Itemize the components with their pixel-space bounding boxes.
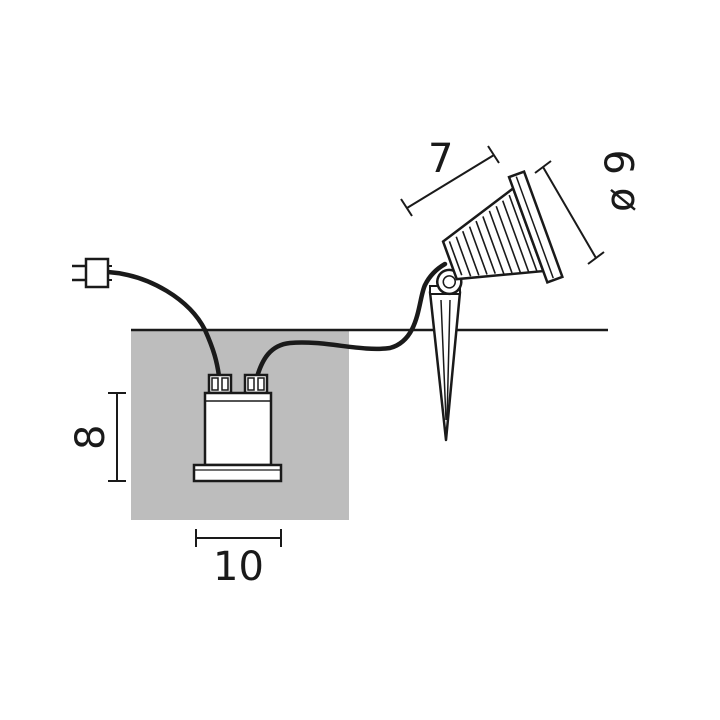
- dimension-box-height: [108, 392, 126, 482]
- spotlight-head: [436, 170, 564, 296]
- dimension-box-width: [195, 529, 282, 547]
- dimension-spot-diameter: [534, 160, 605, 265]
- junction-box: [192, 373, 283, 483]
- label-spot-depth: 7: [428, 136, 453, 182]
- label-box-height: 8: [68, 425, 114, 450]
- power-cable: [105, 269, 222, 379]
- power-plug: [72, 257, 112, 289]
- spot-cable: [254, 261, 448, 380]
- dimension-spot-depth: [400, 145, 500, 217]
- ground-spike: [428, 290, 462, 442]
- label-spot-diameter: ø 9: [598, 149, 644, 212]
- label-box-width: 10: [213, 544, 264, 590]
